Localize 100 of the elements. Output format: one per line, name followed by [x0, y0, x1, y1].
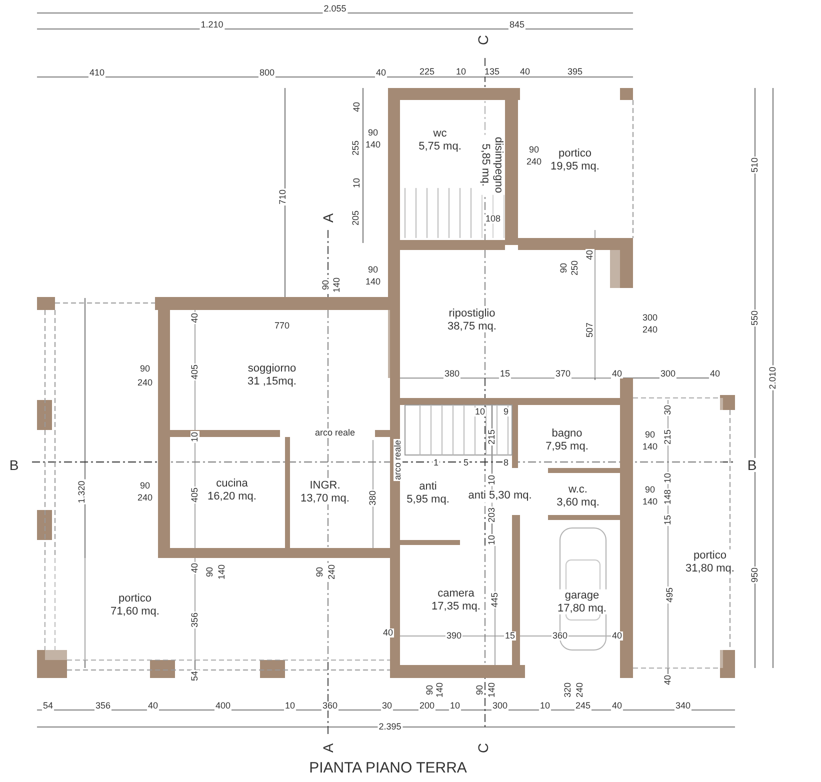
dimension-label: 140 — [436, 681, 444, 699]
dimension-label: 90 — [644, 430, 656, 440]
dimension-label: 40 — [611, 370, 623, 378]
dimension-label: 40 — [519, 68, 531, 76]
dimension-label: 550 — [750, 309, 760, 327]
dimension-label: 405 — [190, 363, 200, 381]
room-area: 31,80 mq. — [684, 562, 736, 575]
dimension-label: 140 — [364, 140, 382, 150]
dimension-label: 240 — [136, 494, 154, 502]
dimension-label: 135 — [483, 68, 501, 76]
dimension-label: 148 — [664, 488, 672, 506]
dimension-label: 380 — [443, 370, 461, 378]
plan-title: PIANTA PIANO TERRA — [309, 760, 467, 776]
dimension-label: 140 — [332, 276, 342, 294]
dimension-label: 2.010 — [768, 366, 778, 390]
room-area: 71,60 mq. — [108, 605, 162, 618]
dimension-label: 356 — [190, 611, 200, 629]
dimension-label: 9 — [502, 408, 510, 416]
section-mark: A — [321, 212, 335, 224]
dimension-label: 255 — [352, 139, 360, 157]
dimension-label: 40 — [375, 68, 387, 78]
dimension-label: 10 — [474, 408, 486, 416]
dimension-label: 2.395 — [378, 722, 402, 732]
dimension-label: 320 — [564, 681, 572, 699]
dimension-label: 240 — [525, 158, 543, 166]
note-label: arco reale — [314, 428, 356, 438]
dimension-label: 5 — [462, 458, 470, 468]
dimension-label: 770 — [273, 322, 291, 330]
dimension-label: 30 — [664, 404, 672, 416]
dimension-label: 40 — [352, 101, 362, 113]
dimension-label: 15 — [664, 514, 672, 526]
dimension-label: 8 — [502, 458, 510, 468]
dimension-label: 215 — [488, 428, 496, 446]
note-label: arco reale — [394, 438, 402, 482]
dimension-label: 40 — [611, 632, 623, 640]
dimension-label: 495 — [666, 586, 674, 604]
section-mark: C — [476, 742, 490, 754]
dimension-label: 54 — [190, 670, 200, 682]
dimension-label: 390 — [445, 632, 463, 640]
dimension-label: 356 — [94, 702, 112, 710]
dimension-label: 10 — [488, 474, 496, 486]
room-name: disimpegno — [492, 134, 505, 196]
dimension-label: 90 — [476, 684, 484, 696]
section-mark: C — [476, 34, 490, 46]
room-area: 5,95 mq. — [404, 493, 452, 506]
room-area: 3,60 mq. — [554, 496, 602, 509]
section-mark: B — [8, 458, 20, 472]
dimension-label: 30 — [381, 702, 393, 710]
dimension-label: 340 — [674, 702, 692, 710]
dimension-label: 90 — [206, 566, 214, 578]
dimension-label: 90 — [322, 279, 330, 291]
dimension-label: 40 — [586, 249, 594, 261]
dimension-label: 845 — [508, 20, 526, 30]
dimension-label: 510 — [750, 156, 760, 174]
dimension-label: 10 — [352, 177, 362, 189]
dimension-label: 1 — [432, 458, 440, 468]
room-area: 17,35 mq. — [430, 600, 482, 613]
dimension-label: 40 — [709, 370, 721, 378]
dimension-label: 370 — [554, 370, 572, 378]
dimension-label: 10 — [190, 431, 200, 443]
room-area: 7,95 mq. — [544, 440, 590, 453]
section-mark: B — [746, 458, 758, 472]
dimension-label: 240 — [576, 681, 584, 699]
dimension-label: 405 — [190, 486, 200, 504]
dimension-label: 2.055 — [322, 4, 348, 14]
dimension-label: 445 — [490, 591, 500, 609]
dimension-label: 240 — [641, 326, 659, 334]
dimension-label: 400 — [214, 702, 232, 710]
dimension-label: 40 — [382, 628, 394, 638]
dimension-label: 90 — [426, 684, 434, 696]
dimension-label: 108 — [484, 214, 502, 224]
room-name: soggiorno — [246, 362, 298, 375]
dimension-label: 10 — [488, 534, 496, 546]
dimension-label: 410 — [88, 68, 106, 78]
dimension-label: 360 — [551, 632, 569, 640]
dimension-label: 40 — [664, 674, 672, 686]
dimension-label: 90 — [367, 266, 379, 274]
room-area: 31 ,15mq. — [246, 375, 298, 388]
dimension-label: 40 — [611, 702, 623, 710]
dimension-label: 300 — [491, 702, 509, 710]
dimension-label: 140 — [641, 498, 659, 506]
dimension-label: 360 — [321, 702, 339, 710]
dimension-label: 200 — [418, 702, 436, 710]
dimension-label: 240 — [136, 378, 154, 388]
room-area: 19,95 mq. — [548, 160, 602, 173]
dimension-label: 245 — [574, 702, 592, 710]
dimension-label: 950 — [750, 566, 760, 584]
dimension-label: 250 — [570, 259, 580, 277]
dimension-label: 90 — [528, 146, 540, 154]
dimension-label: 300 — [659, 370, 677, 378]
section-mark: A — [321, 742, 335, 754]
room-name: anti 5,30 mq. — [466, 490, 534, 502]
room-area: 16,20 mq. — [206, 490, 258, 503]
dimension-label: 140 — [364, 278, 382, 286]
dimension-label: 395 — [566, 68, 584, 76]
dimension-label: 10 — [284, 702, 296, 710]
dimension-label: 15 — [504, 632, 516, 640]
dimension-label: 10 — [449, 702, 461, 710]
dimension-label: 10 — [539, 702, 551, 710]
dimension-label: 380 — [368, 489, 378, 507]
